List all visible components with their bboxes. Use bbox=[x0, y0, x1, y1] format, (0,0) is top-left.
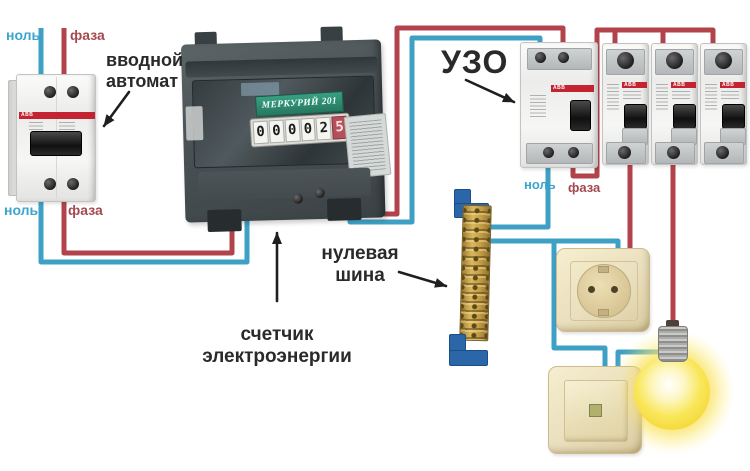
terminal-screw bbox=[543, 147, 554, 158]
terminal-screw bbox=[44, 178, 56, 190]
input-breaker-caption: вводной автомат bbox=[106, 50, 184, 91]
meter-side-sticker bbox=[185, 106, 204, 141]
socket-hole bbox=[588, 286, 595, 293]
meter-body: МЕРКУРИЙ 201 0 0 0 0 2 5 bbox=[180, 39, 392, 233]
terminal-screw bbox=[67, 86, 79, 98]
meter-digit: 0 bbox=[284, 118, 301, 143]
neutral-bus-caption: нулевая шина bbox=[321, 243, 399, 287]
abb-logo: ABB bbox=[551, 85, 594, 92]
arrow-neutral-bus bbox=[397, 270, 448, 288]
input-breaker: ABB bbox=[8, 74, 96, 202]
meter-digit: 0 bbox=[268, 119, 285, 144]
abb-logo: ABB bbox=[671, 82, 696, 88]
bottom-terminal-screw bbox=[667, 146, 680, 159]
terminal-screw bbox=[568, 147, 579, 158]
meter-digit: 2 bbox=[315, 116, 332, 141]
phase-label-rcd: фаза bbox=[568, 180, 601, 195]
abb-logo: ABB bbox=[622, 82, 647, 88]
light-bulb bbox=[634, 354, 710, 430]
top-terminal-screw bbox=[715, 52, 732, 69]
switch-rocker bbox=[564, 380, 628, 442]
breaker-toggle bbox=[722, 104, 745, 129]
arrow-input-breaker bbox=[102, 90, 131, 128]
bus-brass-strip bbox=[459, 204, 492, 342]
neutral-label-top: ноль bbox=[6, 27, 41, 43]
terminal-screw bbox=[67, 178, 79, 190]
bulb-screw-base bbox=[658, 326, 688, 362]
abb-logo: ABB bbox=[19, 112, 95, 119]
rcd-toggle bbox=[570, 100, 591, 131]
ground-clip bbox=[598, 266, 609, 273]
rcd-body: ABB bbox=[520, 42, 598, 168]
circuit-breaker-3: ABB bbox=[700, 43, 747, 165]
meter-counter: 0 0 0 0 2 5 bbox=[249, 112, 351, 148]
meter-caption: счетчик электроэнергии bbox=[202, 324, 352, 368]
light-switch bbox=[548, 366, 642, 454]
bulb-cap bbox=[666, 320, 679, 328]
breaker-toggle bbox=[30, 131, 82, 156]
meter-digit: 0 bbox=[252, 120, 269, 145]
bottom-terminal-screw bbox=[618, 146, 631, 159]
terminal-screw bbox=[558, 52, 569, 63]
phase-label-top: фаза bbox=[70, 27, 105, 43]
rcd-caption: УЗО bbox=[441, 44, 509, 80]
meter-cover-screw bbox=[292, 193, 304, 204]
breaker-toggle bbox=[624, 104, 647, 129]
arrow-rcd bbox=[464, 78, 516, 104]
meter-terminal-right bbox=[326, 197, 362, 221]
bus-bracket-bottom bbox=[449, 350, 488, 366]
wire-neutral-breaker-to-meter bbox=[38, 190, 250, 265]
socket-hole bbox=[611, 286, 618, 293]
meter-digit: 0 bbox=[299, 117, 317, 142]
rcd-device: ABB bbox=[520, 42, 598, 168]
wire-neutral-bus-to-switch bbox=[551, 241, 608, 377]
bottom-terminal-screw bbox=[716, 146, 729, 159]
power-socket bbox=[556, 248, 650, 332]
meter-terminal-left bbox=[207, 209, 242, 233]
neutral-label-bottom: ноль bbox=[4, 202, 39, 218]
electricity-meter: МЕРКУРИЙ 201 0 0 0 0 2 5 bbox=[180, 25, 392, 233]
terminal-screw bbox=[44, 86, 56, 98]
ground-clip bbox=[598, 309, 609, 316]
neutral-label-rcd: ноль bbox=[524, 177, 556, 192]
circuit-breaker-1: ABB bbox=[602, 43, 649, 165]
meter-window: МЕРКУРИЙ 201 0 0 0 0 2 5 bbox=[191, 75, 392, 179]
breaker-toggle bbox=[673, 104, 696, 129]
wire-neutral-rcd-to-bus bbox=[479, 156, 551, 230]
top-terminal-screw bbox=[617, 52, 634, 69]
top-terminal-screw bbox=[666, 52, 683, 69]
neutral-bus-bar bbox=[448, 186, 496, 368]
switch-indicator bbox=[589, 404, 602, 417]
input-breaker-body: ABB bbox=[16, 74, 96, 202]
abb-logo: ABB bbox=[720, 82, 745, 88]
phase-label-bottom: фаза bbox=[68, 202, 103, 218]
terminal-screw bbox=[535, 52, 546, 63]
circuit-breaker-2: ABB bbox=[651, 43, 698, 165]
